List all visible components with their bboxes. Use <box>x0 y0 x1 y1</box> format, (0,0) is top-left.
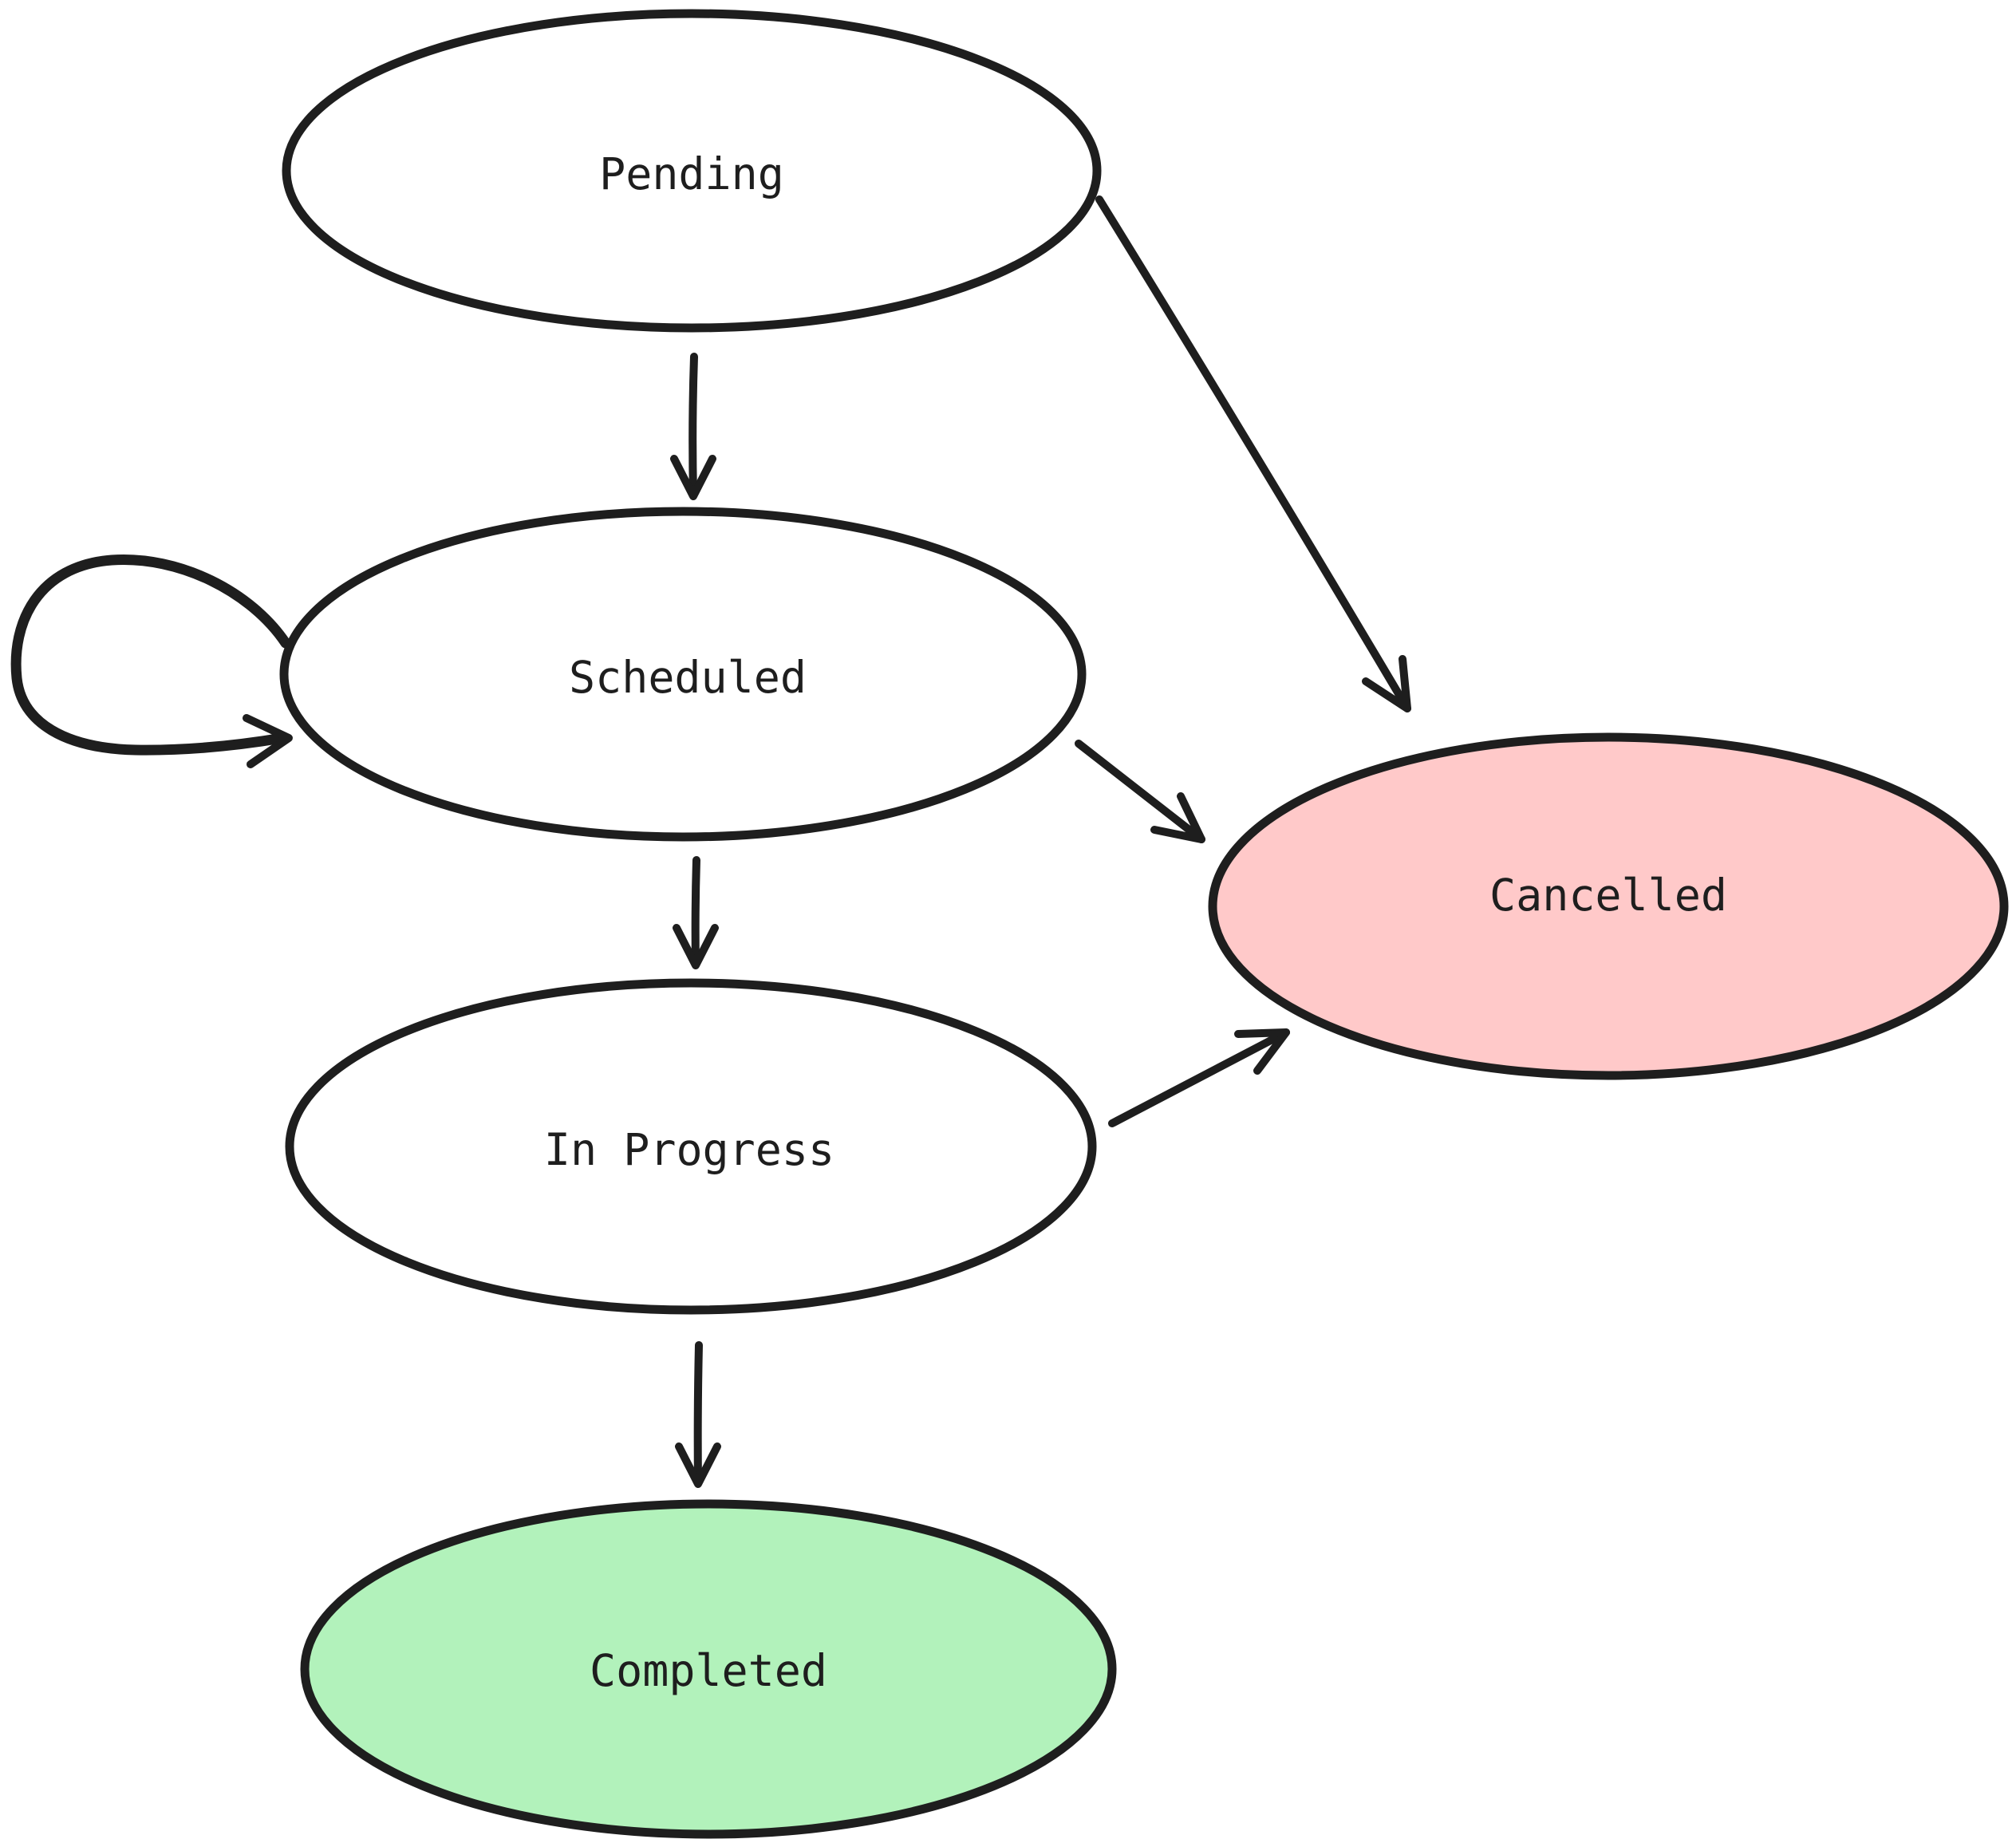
edge-line <box>1075 740 1205 843</box>
edge-line <box>1095 195 1411 712</box>
node-pending-label: Pending <box>599 148 784 199</box>
edge-line <box>1108 1028 1290 1127</box>
node-cancelled-label: Cancelled <box>1489 870 1727 921</box>
arrowhead-icon <box>243 714 293 768</box>
edge-pending-to-scheduled <box>670 353 716 500</box>
node-scheduled-label: Scheduled <box>569 652 807 703</box>
arrowhead-icon <box>675 1442 721 1488</box>
edge-pending-to-cancelled <box>1095 195 1411 712</box>
arrowhead-icon <box>1362 655 1411 712</box>
node-completed: Completed <box>300 1499 1117 1839</box>
arrowhead-icon <box>1234 1028 1290 1075</box>
node-cancelled: Cancelled <box>1208 732 2009 1080</box>
node-in-progress-label: In Progress <box>544 1124 834 1175</box>
edge-line <box>10 554 291 756</box>
edge-scheduled-self-loop <box>10 554 293 768</box>
node-in-progress-shape <box>285 978 1097 1315</box>
node-pending: Pending <box>282 9 1102 333</box>
node-cancelled-shape <box>1208 732 2009 1080</box>
edge-line <box>693 1341 703 1486</box>
node-completed-label: Completed <box>590 1645 827 1696</box>
edge-in-progress-to-completed <box>675 1341 721 1488</box>
arrowhead-icon <box>673 924 719 969</box>
edge-line <box>688 353 698 499</box>
edge-scheduled-to-cancelled <box>1075 740 1205 843</box>
node-scheduled: Scheduled <box>279 507 1087 842</box>
node-completed-shape <box>300 1499 1117 1839</box>
arrowhead-icon <box>1150 792 1205 843</box>
node-in-progress: In Progress <box>285 978 1097 1315</box>
edge-in-progress-to-cancelled <box>1108 1028 1290 1127</box>
arrowhead-icon <box>670 455 716 500</box>
node-pending-shape <box>282 9 1102 333</box>
edge-scheduled-to-in-progress <box>673 856 719 969</box>
node-scheduled-shape <box>279 507 1087 842</box>
